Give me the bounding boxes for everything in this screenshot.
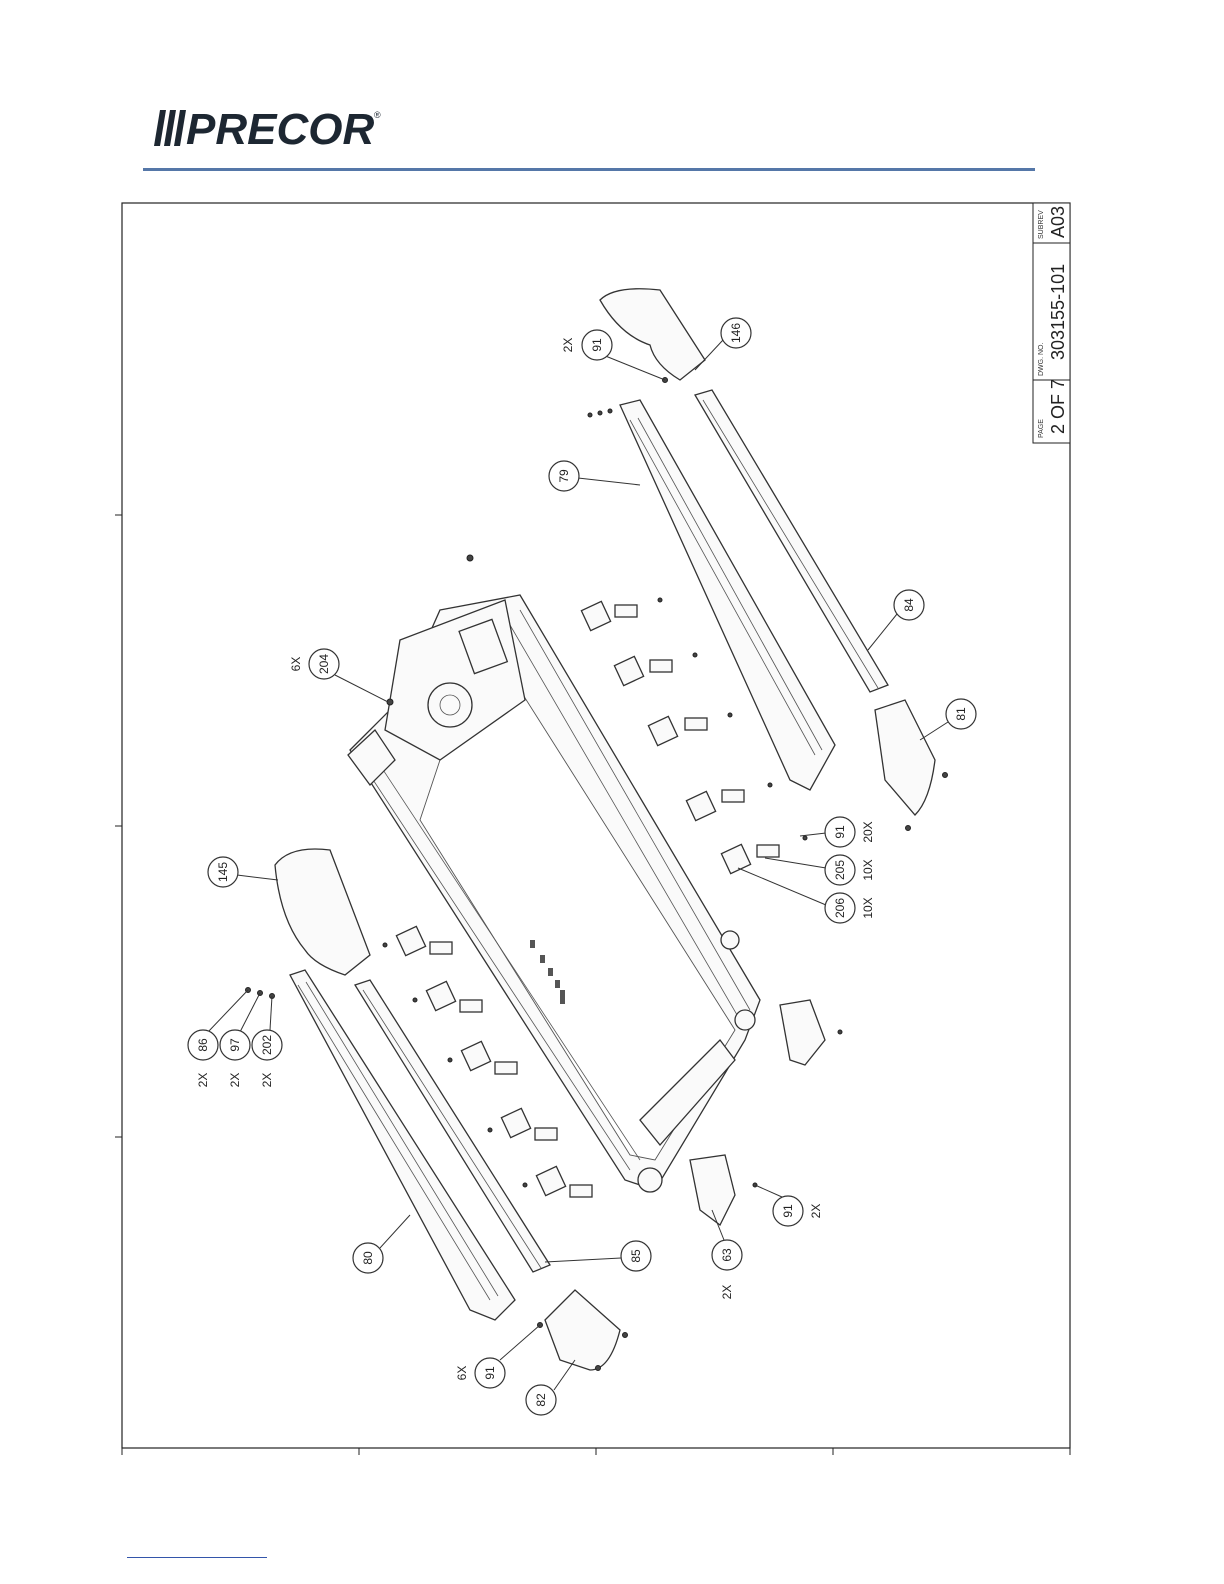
svg-text:63: 63 [720, 1248, 734, 1262]
svg-text:146: 146 [729, 323, 743, 343]
title-block: SUBREV A03 DWG. NO. 303155-101 PAGE 2 OF… [1033, 203, 1070, 443]
treadmill-frame [348, 595, 760, 1192]
svg-text:97: 97 [228, 1038, 242, 1052]
side-rail-80 [290, 970, 515, 1320]
callout-206: 206 10X [738, 868, 875, 923]
svg-text:206: 206 [833, 898, 847, 918]
callout-146: 146 [695, 318, 751, 370]
subrev-label: SUBREV [1038, 210, 1045, 239]
svg-text:81: 81 [954, 707, 968, 721]
callout-85: 85 [545, 1241, 651, 1271]
callout-63: 63 2X [712, 1210, 742, 1299]
end-cap-146 [600, 289, 705, 380]
svg-text:79: 79 [557, 469, 571, 483]
svg-text:2X: 2X [228, 1073, 242, 1088]
svg-text:2X: 2X [260, 1073, 274, 1088]
rear-foot-right [780, 1000, 825, 1065]
svg-text:91: 91 [590, 338, 604, 352]
callout-80: 80 [353, 1215, 410, 1273]
page-value: 2 OF 7 [1048, 379, 1068, 434]
dwg-no-label: DWG. NO. [1038, 343, 1045, 376]
callout-91c: 91 2X [755, 1185, 823, 1226]
callout-202: 202 2X [252, 996, 282, 1087]
svg-text:85: 85 [629, 1249, 643, 1263]
svg-text:6X: 6X [289, 657, 303, 672]
side-rail-84 [695, 390, 888, 692]
svg-text:145: 145 [216, 862, 230, 882]
svg-text:20X: 20X [861, 821, 875, 842]
callout-204: 204 6X [289, 649, 388, 702]
end-cap-82 [545, 1290, 620, 1370]
end-cap-145 [275, 849, 370, 975]
svg-text:202: 202 [260, 1035, 274, 1055]
svg-text:2X: 2X [809, 1204, 823, 1219]
svg-text:204: 204 [317, 654, 331, 674]
footer-link-underline[interactable] [127, 1557, 267, 1558]
svg-text:80: 80 [361, 1251, 375, 1265]
callout-81: 81 [920, 699, 976, 740]
svg-text:205: 205 [833, 860, 847, 880]
dwg-no-value: 303155-101 [1048, 264, 1068, 360]
callout-91d: 91 6X [455, 1325, 540, 1388]
svg-text:6X: 6X [455, 1366, 469, 1381]
subrev-value: A03 [1048, 206, 1068, 238]
svg-text:91: 91 [781, 1204, 795, 1218]
callout-91b: 91 20X [800, 817, 875, 847]
page-label: PAGE [1038, 419, 1045, 438]
svg-text:2X: 2X [561, 338, 575, 353]
svg-text:2X: 2X [720, 1285, 734, 1300]
callout-84: 84 [868, 590, 924, 650]
svg-text:82: 82 [534, 1393, 548, 1407]
svg-text:10X: 10X [861, 897, 875, 918]
svg-text:2X: 2X [196, 1073, 210, 1088]
svg-text:91: 91 [833, 825, 847, 839]
svg-text:84: 84 [902, 598, 916, 612]
rear-foot-63 [690, 1155, 735, 1225]
callout-79: 79 [549, 461, 640, 491]
callout-82: 82 [526, 1360, 575, 1415]
end-cap-81 [875, 700, 935, 815]
callout-145: 145 [208, 857, 278, 887]
callout-205: 205 10X [765, 855, 875, 885]
svg-text:86: 86 [196, 1038, 210, 1052]
svg-text:10X: 10X [861, 859, 875, 880]
svg-text:91: 91 [483, 1366, 497, 1380]
